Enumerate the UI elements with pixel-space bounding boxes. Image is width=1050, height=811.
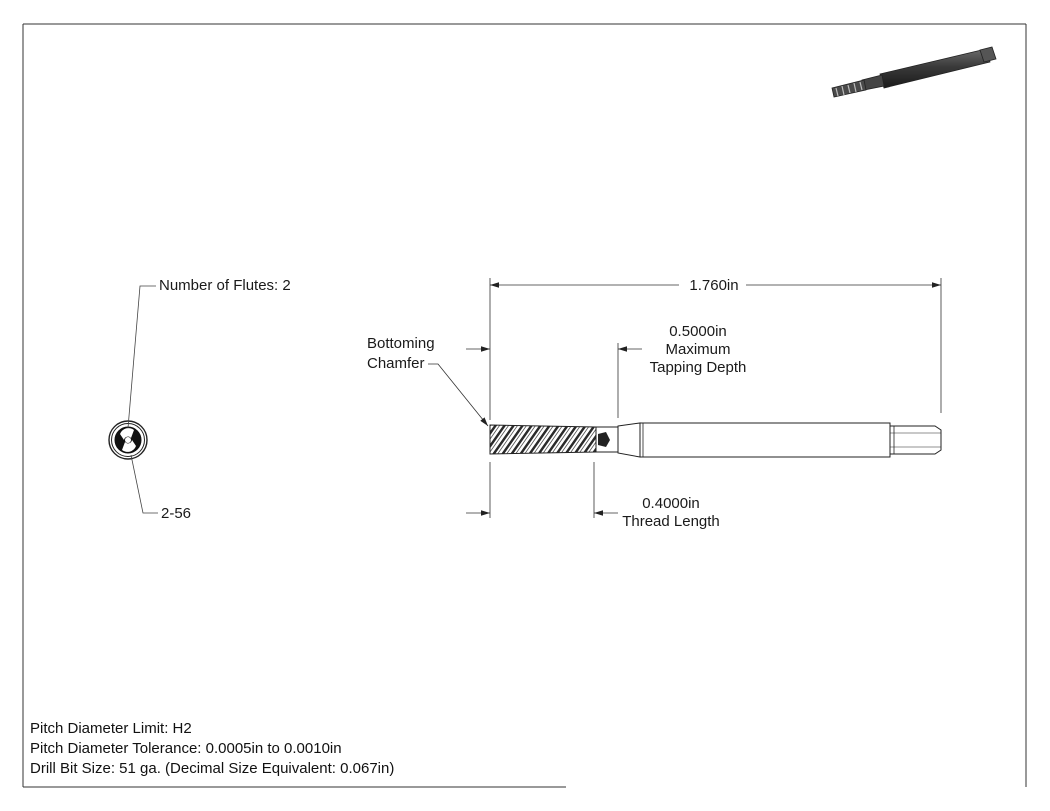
note-pitch-limit: Pitch Diameter Limit: H2 — [30, 720, 192, 737]
overall-length-label: 1.760in — [689, 277, 739, 294]
tapping-depth-label-1: Maximum — [665, 341, 731, 358]
tapping-depth-label-2: Tapping Depth — [649, 359, 747, 376]
tapping-depth-dimension — [466, 343, 642, 418]
thread-size-leader — [130, 454, 158, 514]
drawing-notes: Pitch Diameter Limit: H2 Pitch Diameter … — [30, 719, 394, 779]
flutes-callout: Number of Flutes: 2 — [159, 277, 291, 294]
isometric-tap-view — [831, 46, 997, 98]
thread-length-dimension — [466, 462, 618, 518]
tapping-depth-value: 0.5000in — [669, 323, 727, 340]
tap-side-view — [489, 422, 942, 458]
note-drill-size: Drill Bit Size: 51 ga. (Decimal Size Equ… — [30, 760, 395, 777]
thread-length-value: 0.4000in — [642, 495, 700, 512]
flutes-leader — [127, 285, 156, 429]
thread-size-callout: 2-56 — [161, 505, 192, 522]
chamfer-leader — [428, 363, 489, 427]
end-view — [108, 420, 148, 460]
chamfer-label: Chamfer — [367, 355, 425, 372]
note-pitch-tolerance: Pitch Diameter Tolerance: 0.0005in to 0.… — [30, 740, 342, 757]
sheet-border — [22, 23, 1027, 788]
bottoming-label: Bottoming — [367, 335, 435, 352]
thread-length-label: Thread Length — [622, 513, 720, 530]
